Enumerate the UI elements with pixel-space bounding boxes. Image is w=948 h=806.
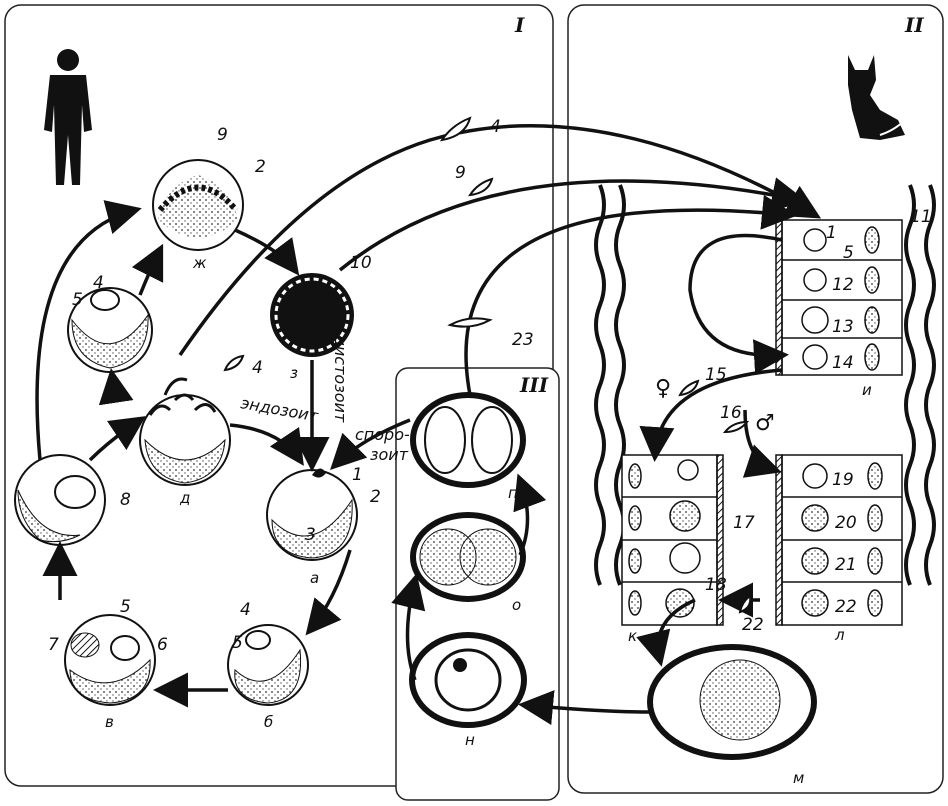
epithelium-l [775, 454, 903, 626]
label-5: 5 [72, 290, 83, 310]
label-1: 1 [352, 465, 363, 485]
stage-letter-i: и [862, 381, 872, 399]
label-14: 14 [832, 353, 854, 373]
stage-e-cell [67, 287, 153, 373]
label-9: 9 [217, 125, 228, 145]
stage-v-cell [64, 614, 156, 706]
label-22: 22 [742, 615, 764, 635]
stage-letter-e: е [106, 376, 115, 394]
stage-g-cell [14, 454, 106, 546]
epithelium-k [621, 454, 724, 626]
label-4: 4 [490, 117, 501, 137]
stage-letter-a: а [310, 569, 319, 587]
label-4: 4 [240, 600, 251, 620]
label-22: 22 [835, 597, 857, 617]
stage-letter-v: в [105, 713, 114, 731]
stage-letter-g: г [58, 553, 66, 571]
stage-letter-zh: ж [192, 254, 207, 272]
label-16: 16 [720, 403, 742, 423]
stage-a-cell [266, 468, 358, 561]
panel-label-human: I [514, 13, 525, 37]
term-cystozoite: цистозоит [331, 335, 350, 423]
label-10: 10 [350, 253, 372, 273]
stage-letter-b: б [264, 713, 273, 731]
number-labels: 9 2 10 4 5 4 1 2 3 8 4 5 5 7 6 4 9 23 1 … [48, 117, 932, 655]
stage-n-oocyst [409, 632, 527, 728]
stage-letter-m: м [793, 769, 804, 787]
term-sporo: споро- [355, 425, 410, 444]
stage-letter-d: д [179, 489, 190, 507]
label-15: 15 [705, 365, 727, 385]
male-symbol-icon: ♂ [755, 411, 775, 436]
label-23: 23 [512, 330, 534, 350]
label-8: 8 [120, 490, 131, 510]
term-zoite: зоит [370, 445, 409, 464]
cat-silhouette-icon [848, 55, 906, 140]
stage-o-oocyst [410, 512, 526, 602]
label-19: 19 [832, 470, 854, 490]
label-1: 1 [826, 223, 837, 243]
label-18: 18 [705, 575, 727, 595]
stage-zh-cell [152, 159, 244, 251]
panel-label-environment: III [519, 373, 549, 397]
stage-m-oocyst [647, 644, 817, 760]
label-5: 5 [120, 597, 131, 617]
label-17: 17 [733, 513, 755, 533]
cycle-arrows [35, 123, 822, 726]
stage-b-cell [227, 624, 309, 706]
human-silhouette-icon [44, 49, 92, 185]
panel-label-cat: II [904, 13, 924, 37]
label-7: 7 [48, 635, 59, 655]
stage-letter-n: н [465, 731, 475, 749]
label-2: 2 [370, 487, 381, 507]
stage-letter-o: о [512, 596, 521, 614]
label-5: 5 [232, 633, 243, 653]
stage-letter-l: л [834, 626, 845, 644]
label-21: 21 [835, 555, 857, 575]
term-endozoite: эндозоит [239, 393, 320, 425]
label-11: 11 [910, 207, 932, 227]
label-3: 3 [305, 525, 316, 545]
label-6: 6 [157, 635, 168, 655]
label-4: 4 [252, 358, 263, 378]
label-9: 9 [455, 163, 466, 183]
stage-d-cell [139, 377, 231, 486]
label-4: 4 [93, 273, 104, 293]
stage-p-oocyst [410, 392, 526, 488]
label-12: 12 [832, 275, 854, 295]
epithelium-i [775, 219, 903, 376]
label-13: 13 [832, 317, 854, 337]
panel-cat-box [567, 4, 944, 794]
label-5: 5 [843, 243, 854, 263]
zoite-forms [223, 116, 752, 614]
stage-letter-p: п [508, 484, 518, 502]
label-20: 20 [835, 513, 857, 533]
stage-z-cyst [270, 273, 354, 357]
female-symbol-icon: ♀ [655, 376, 671, 401]
label-2: 2 [255, 157, 266, 177]
stage-letter-k: к [628, 627, 637, 645]
stage-letter-z: з [290, 364, 298, 382]
